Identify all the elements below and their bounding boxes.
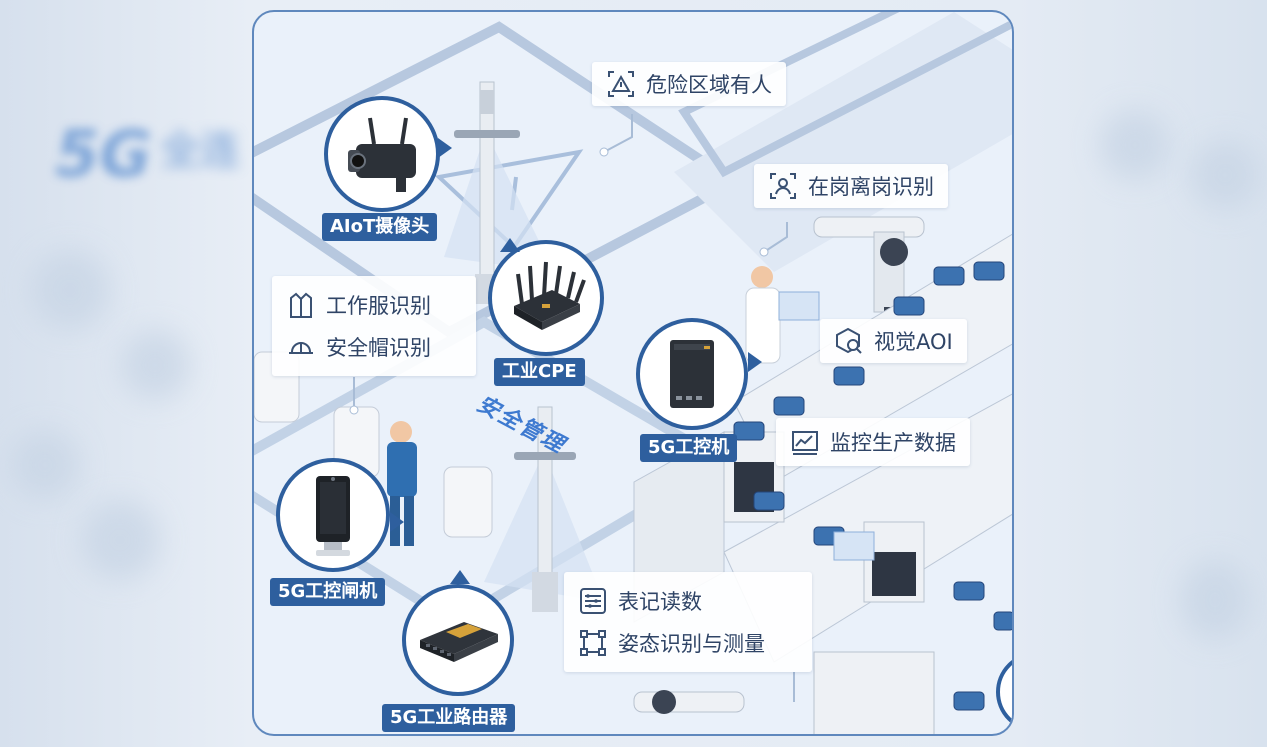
pose-measure-icon [580,630,606,656]
label-text: 监控生产数据 [830,431,956,455]
callout-pointer [438,138,452,158]
label-monitor-data: 监控生产数据 [776,418,970,466]
chart-monitor-icon [792,431,818,455]
robot-arm [633,691,745,713]
device-cpe-circle [488,240,604,356]
warning-icon [608,71,634,97]
label-vision-aoi: 视觉AOI [820,319,967,363]
device-gate-tag: 5G工控闸机 [270,578,386,606]
turnstile [443,466,493,538]
device-camera-circle [324,96,440,212]
camera-pole [479,81,495,303]
label-group-measurement: 表记读数 姿态识别与测量 [564,572,812,672]
callout-pointer [450,570,470,584]
label-text: 姿态识别与测量 [618,632,765,656]
vision-inspection-icon [836,327,862,354]
label-group-ppe: 工作服识别 安全帽识别 [272,276,476,376]
callout-pointer [390,512,404,532]
label-text: 视觉AOI [874,330,953,354]
floor-zone-outline [678,12,1012,178]
device-gate-circle [276,458,390,572]
conveyor-parts [733,261,1012,711]
industrial-cpe-icon [514,261,586,330]
label-helmet: 安全帽识别 [286,326,462,368]
monitor-screen [778,291,820,321]
label-text: 在岗离岗识别 [808,175,934,199]
background-device-blob [1100,110,1170,180]
label-meter-reading: 表记读数 [578,580,798,622]
background-device-blob [80,500,160,580]
callout-pointer [748,352,762,372]
worker-figure [745,287,781,364]
background-device-blob [30,250,110,330]
aiot-camera-icon [348,117,416,192]
meter-icon [580,588,606,614]
device-cpe-tag: 工业CPE [494,358,585,386]
industrial-router-icon [420,622,498,662]
face-scan-icon [770,173,796,199]
workwear-icon [290,292,312,318]
monitor-screen [833,531,875,561]
device-ipc-tag: 5G工控机 [640,434,738,462]
label-on-off-post: 在岗离岗识别 [754,164,948,208]
callout-pointer [500,238,520,252]
device-router-circle [402,584,514,696]
industrial-pc-icon [670,340,714,408]
label-pose: 姿态识别与测量 [578,622,798,664]
helmet-icon [289,342,313,354]
background-device-blob [120,330,190,400]
background-logo-text: 全连 [160,128,240,174]
inspection-station [813,651,935,734]
background-device-blob [1180,560,1250,640]
device-camera-tag: AIoT摄像头 [322,213,438,241]
robot-arm [813,216,925,238]
camera-beam [444,132,554,272]
background-device-blob [1190,140,1260,210]
label-text: 危险区域有人 [646,73,772,97]
label-workwear: 工作服识别 [286,284,462,326]
worker-figure [387,442,417,497]
label-text: 安全帽识别 [326,336,431,360]
device-ipc-circle [636,318,748,430]
factory-scene-panel: 安全管理 危险区域有人 在岗离岗识别 工作服识别 [252,10,1014,736]
face-gate-terminal-icon [316,476,350,556]
label-text: 工作服识别 [326,294,431,318]
device-router-tag: 5G工业路由器 [382,704,516,732]
label-danger-zone: 危险区域有人 [592,62,786,106]
background-logo-mark: 5G [55,118,153,192]
background-device-blob [10,430,80,500]
label-text: 表记读数 [618,590,702,614]
